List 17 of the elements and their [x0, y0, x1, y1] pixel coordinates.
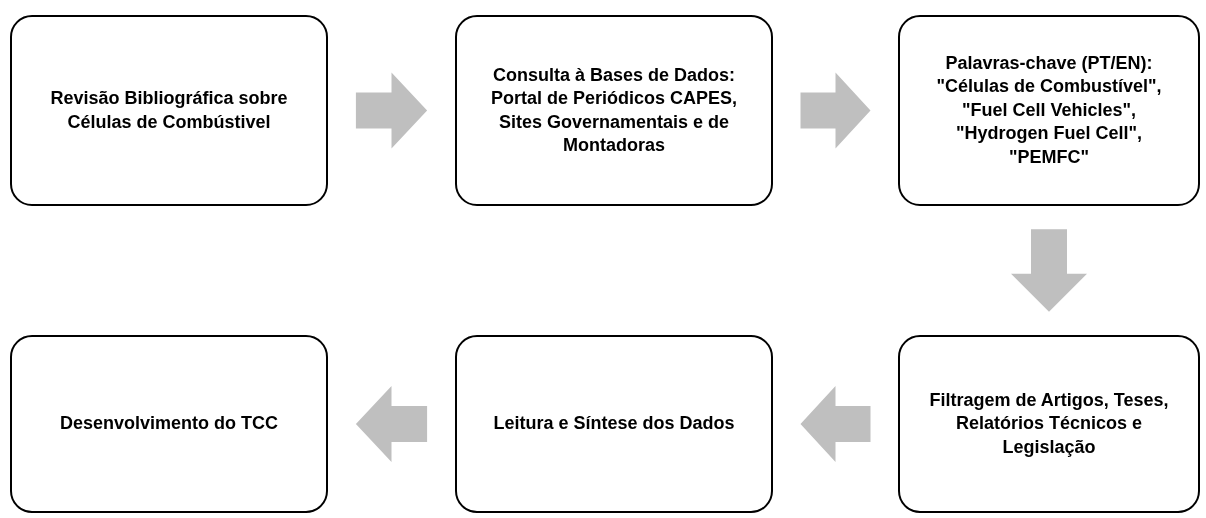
block-arrow	[355, 72, 428, 149]
process-box	[455, 335, 773, 513]
block-arrow	[1011, 229, 1087, 312]
block-arrow	[800, 386, 871, 462]
step-text: Desenvolvimento do TCC	[60, 412, 278, 436]
process-box	[898, 335, 1200, 513]
process-box	[898, 15, 1200, 206]
block-arrow	[355, 386, 428, 462]
step-text: Consulta à Bases de Dados: Portal de Periódicos CAPES, Sites Governamentais e de Montadoras	[489, 63, 739, 157]
step-text: Revisão Bibliográfica sobre Células de Combústivel	[49, 87, 289, 134]
step-text: Leitura e Síntese dos Dados	[493, 412, 735, 436]
process-box	[455, 15, 773, 206]
block-arrow	[800, 72, 871, 149]
process-box	[10, 335, 328, 513]
process-box	[10, 15, 328, 206]
step-text: Filtragem de Artigos, Teses, Relatórios Técnicos e Legislação	[928, 388, 1170, 459]
step-text: Palavras-chave (PT/EN): "Células de Combustível", "Fuel Cell Vehicles", "Hydrogen Fuel Cell", "PEMFC"	[935, 52, 1163, 169]
